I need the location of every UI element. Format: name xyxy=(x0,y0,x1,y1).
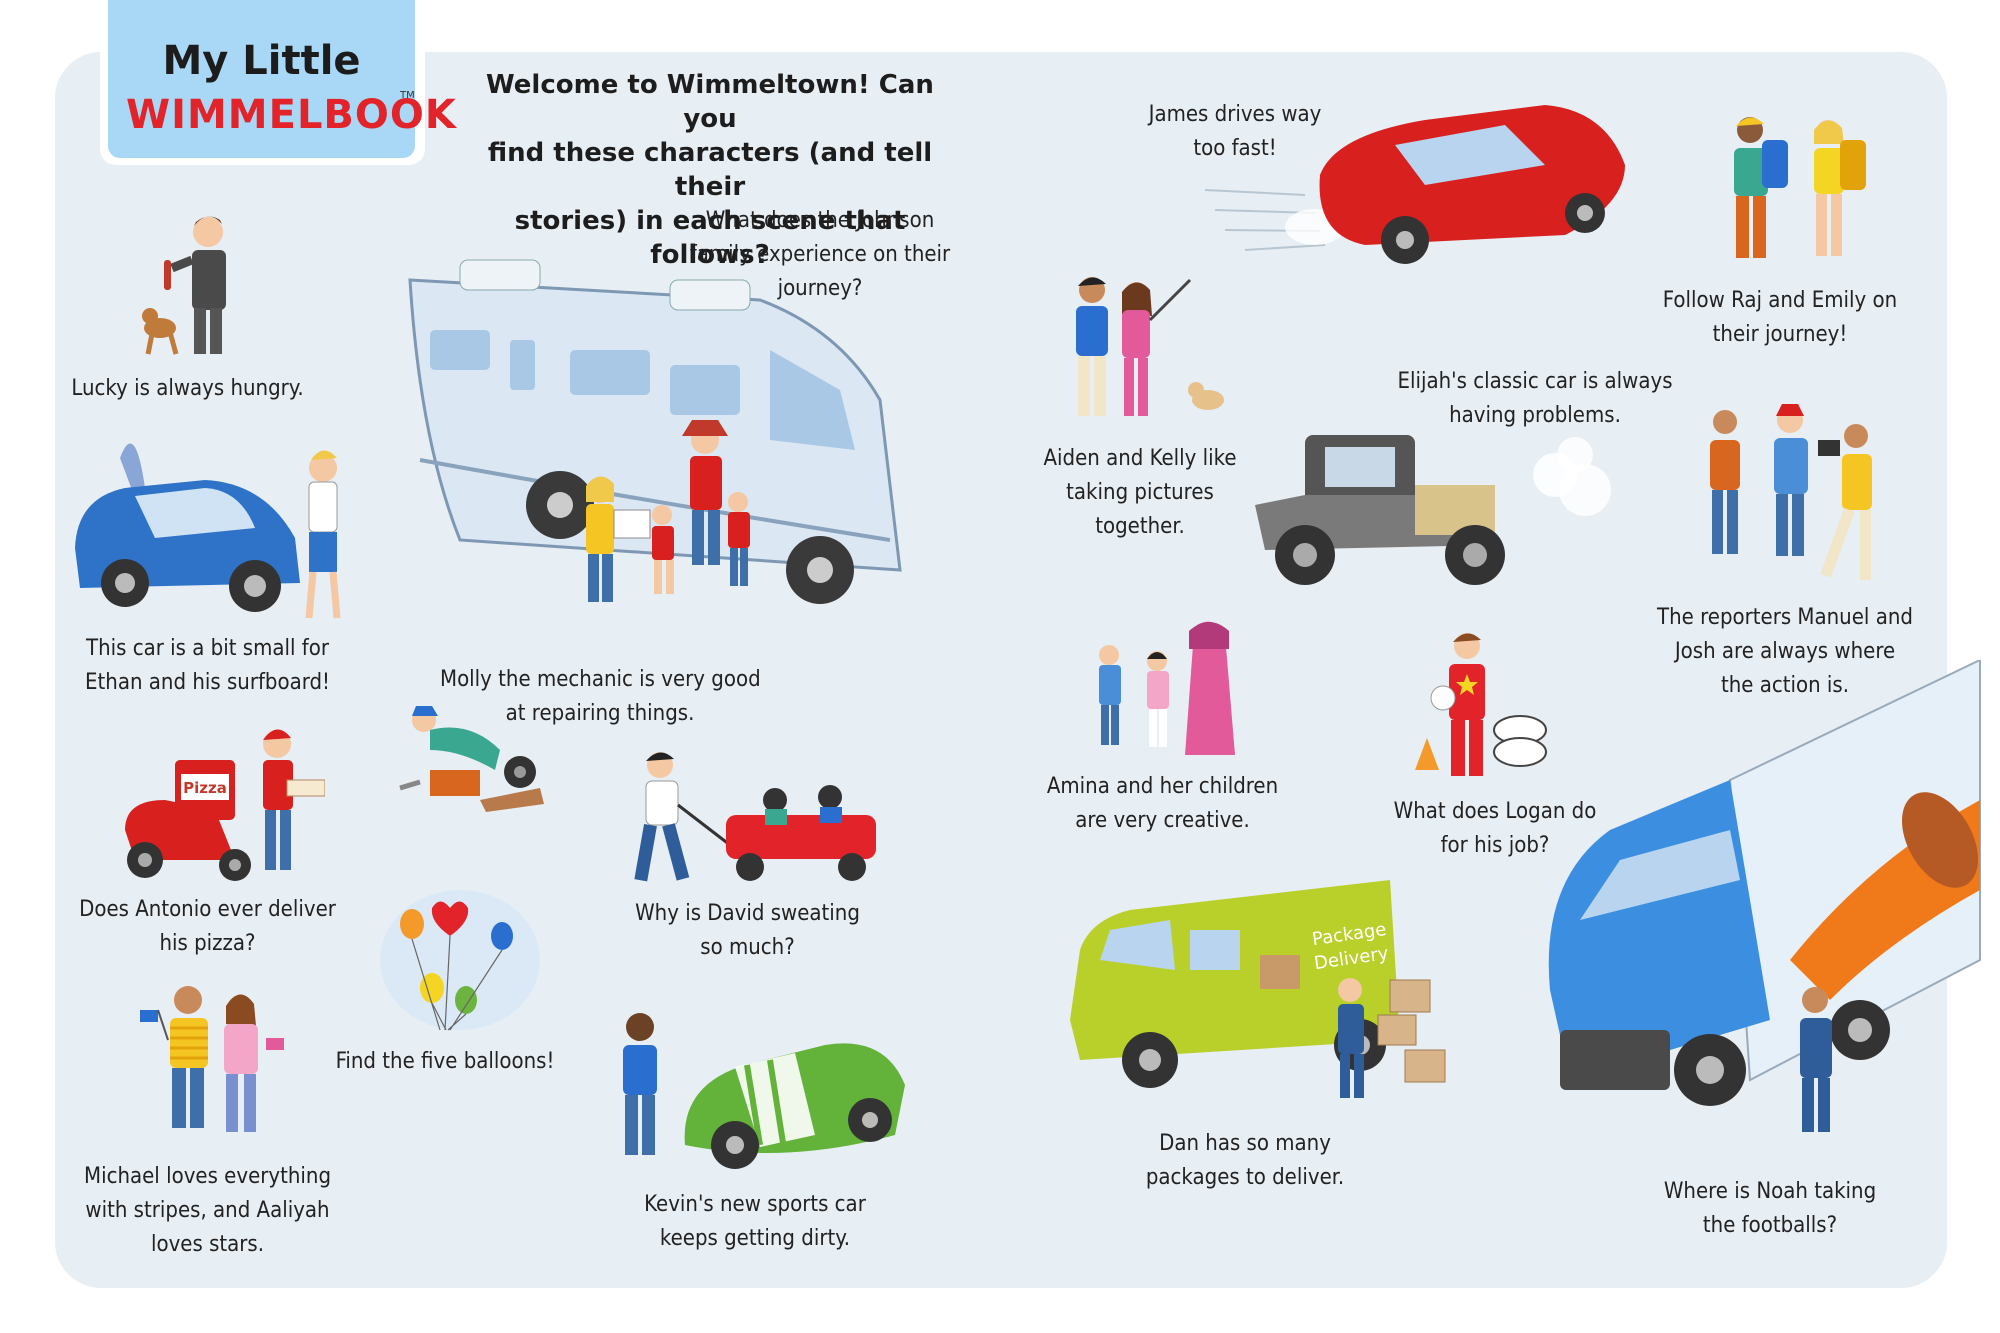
caption-line: Josh are always where xyxy=(1674,639,1896,664)
logo-badge: My Little WIMMELBOOK TM xyxy=(108,0,457,158)
logan-illustration xyxy=(1415,633,1547,776)
caption-logan: What does Logan do for his job? xyxy=(1385,795,1605,863)
logo-title-line2: WIMMELBOOK xyxy=(126,92,457,138)
amina-illustration xyxy=(1099,621,1235,755)
ethan-car-illustration xyxy=(75,443,341,619)
caption-reporters: The reporters Manuel and Josh are always… xyxy=(1650,601,1920,703)
caption-line: The reporters Manuel and xyxy=(1657,605,1913,630)
molly-mechanic-illustration xyxy=(399,706,544,812)
caption-line: James drives way xyxy=(1148,102,1322,127)
caption-line: keeps getting dirty. xyxy=(659,1226,851,1251)
aiden-kelly-illustration xyxy=(1076,277,1224,416)
michael-aaliyah-illustration xyxy=(140,986,284,1132)
intro-line: Welcome to Wimmeltown! Can you xyxy=(486,70,934,134)
caption-line: Amina and her children xyxy=(1046,774,1279,799)
caption-line: Aiden and Kelly like xyxy=(1043,446,1237,471)
intro-text: Welcome to Wimmeltown! Can you find thes… xyxy=(470,68,950,272)
caption-line: Ethan and his surfboard! xyxy=(85,670,330,695)
caption-amina: Amina and her children are very creative… xyxy=(1040,770,1285,838)
caption-dan: Dan has so many packages to deliver. xyxy=(1130,1127,1360,1195)
caption-antonio: Does Antonio ever deliver his pizza? xyxy=(75,893,340,961)
raj-emily-illustration xyxy=(1734,117,1866,258)
johnson-rv-illustration xyxy=(408,259,902,604)
caption-kevin: Kevin's new sports car keeps getting dir… xyxy=(640,1188,870,1256)
caption-line: Elijah's classic car is always xyxy=(1397,369,1673,394)
caption-line: having problems. xyxy=(1449,403,1621,428)
caption-line: What does Logan do xyxy=(1393,799,1597,824)
intro-line: stories) in each scene that follows? xyxy=(514,206,906,270)
elijah-car-illustration xyxy=(1255,435,1611,585)
caption-line: his pizza? xyxy=(159,931,256,956)
caption-line: What does the Johnson xyxy=(705,208,935,233)
intro-line: find these characters (and tell their xyxy=(487,138,933,202)
caption-line: Follow Raj and Emily on xyxy=(1662,288,1898,313)
caption-raj: Follow Raj and Emily on their journey! xyxy=(1650,284,1910,352)
caption-elijah: Elijah's classic car is always having pr… xyxy=(1385,365,1685,433)
caption-james: James drives way too fast! xyxy=(1120,98,1350,166)
pizza-sign: Pizza xyxy=(183,779,227,797)
book-logo: My Little WIMMELBOOK TM xyxy=(100,0,457,165)
caption-johnson: What does the Johnson family experience … xyxy=(680,204,960,306)
caption-line: Does Antonio ever deliver xyxy=(79,897,336,922)
caption-line: so much? xyxy=(700,935,795,960)
caption-michael: Michael loves everything with stripes, a… xyxy=(75,1160,340,1262)
caption-line: Molly the mechanic is very good xyxy=(440,667,761,692)
caption-line: taking pictures xyxy=(1066,480,1214,505)
caption-line: loves stars. xyxy=(150,1232,265,1257)
caption-molly: Molly the mechanic is very good at repai… xyxy=(440,663,761,731)
caption-line: together. xyxy=(1095,514,1185,539)
caption-line: Kevin's new sports car xyxy=(644,1192,866,1217)
caption-line: packages to deliver. xyxy=(1145,1165,1345,1190)
logo-title-line1: My Little xyxy=(162,38,361,84)
caption-lucky: Lucky is always hungry. xyxy=(60,372,315,406)
caption-david: Why is David sweating so much? xyxy=(625,897,870,965)
caption-noah: Where is Noah taking the footballs? xyxy=(1650,1175,1890,1243)
caption-line: Michael loves everything xyxy=(83,1164,332,1189)
caption-line: journey? xyxy=(777,276,863,301)
caption-line: family experience on their xyxy=(689,242,951,267)
logo-trademark: TM xyxy=(400,90,415,101)
caption-line: at repairing things. xyxy=(505,701,695,726)
antonio-scooter-illustration: Pizza xyxy=(125,729,325,881)
david-wagon-illustration xyxy=(634,752,876,882)
caption-line: too fast! xyxy=(1193,136,1277,161)
lucky-dog-illustration xyxy=(142,216,226,355)
caption-line: the action is. xyxy=(1720,673,1850,698)
dan-van-illustration: Package Delivery xyxy=(1070,880,1446,1098)
five-balloons-illustration xyxy=(380,890,540,1031)
caption-line: the footballs? xyxy=(1702,1213,1838,1238)
caption-line: are very creative. xyxy=(1075,808,1250,833)
caption-balloons: Find the five balloons! xyxy=(330,1045,560,1079)
caption-aiden: Aiden and Kelly like taking pictures tog… xyxy=(1030,442,1250,544)
caption-line: This car is a bit small for xyxy=(86,636,329,661)
caption-line: with stripes, and Aaliyah xyxy=(85,1198,330,1223)
caption-line: their journey! xyxy=(1712,322,1848,347)
caption-line: Lucky is always hungry. xyxy=(71,376,304,401)
reporters-illustration xyxy=(1710,404,1872,580)
noah-truck-illustration xyxy=(1548,660,1981,1132)
caption-line: Why is David sweating xyxy=(635,901,860,926)
kevin-car-illustration xyxy=(623,1013,905,1169)
caption-line: Dan has so many xyxy=(1159,1131,1331,1156)
james-car-illustration xyxy=(1205,105,1625,264)
caption-ethan: This car is a bit small for Ethan and hi… xyxy=(65,632,350,700)
caption-line: Find the five balloons! xyxy=(335,1049,555,1074)
caption-line: Where is Noah taking xyxy=(1663,1179,1877,1204)
caption-line: for his job? xyxy=(1440,833,1550,858)
